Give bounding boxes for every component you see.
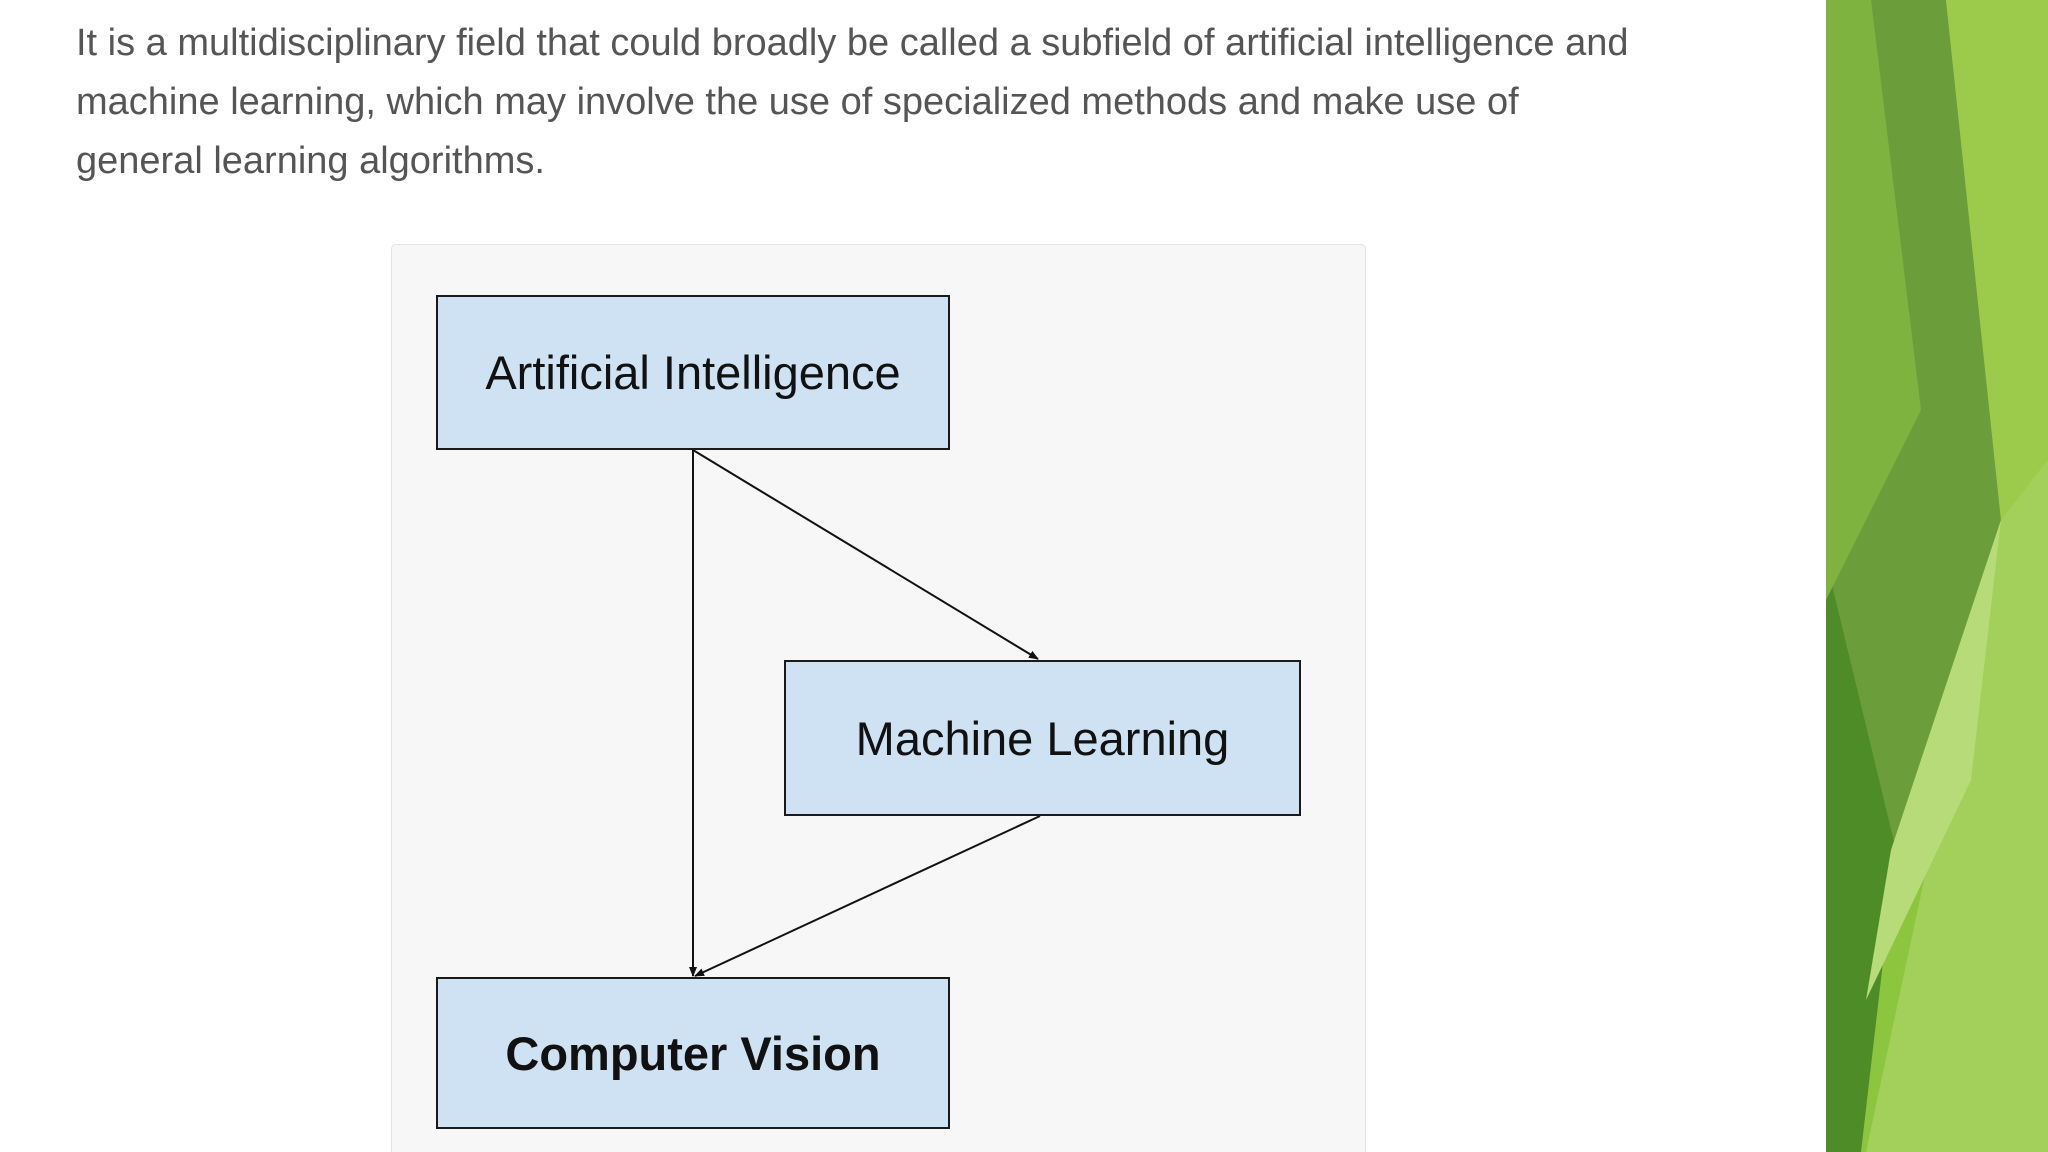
decoration-facet-deep bbox=[1826, 560, 1896, 1152]
intro-paragraph: It is a multidisciplinary field that cou… bbox=[76, 14, 1696, 191]
decoration-facet-mid bbox=[1826, 0, 1921, 600]
intro-line-2: machine learning, which may involve the … bbox=[76, 81, 1519, 123]
green-facet-decoration bbox=[1826, 0, 2048, 1152]
node-computer-vision: Computer Vision bbox=[436, 977, 950, 1129]
decoration-facet-highlight bbox=[1866, 520, 2001, 1000]
intro-line-3: general learning algorithms. bbox=[76, 140, 545, 182]
node-artificial-intelligence: Artificial Intelligence bbox=[436, 295, 950, 450]
node-machine-learning: Machine Learning bbox=[784, 660, 1301, 816]
decoration-facet-light bbox=[1946, 0, 2048, 520]
intro-line-1: It is a multidisciplinary field that cou… bbox=[76, 22, 1629, 64]
